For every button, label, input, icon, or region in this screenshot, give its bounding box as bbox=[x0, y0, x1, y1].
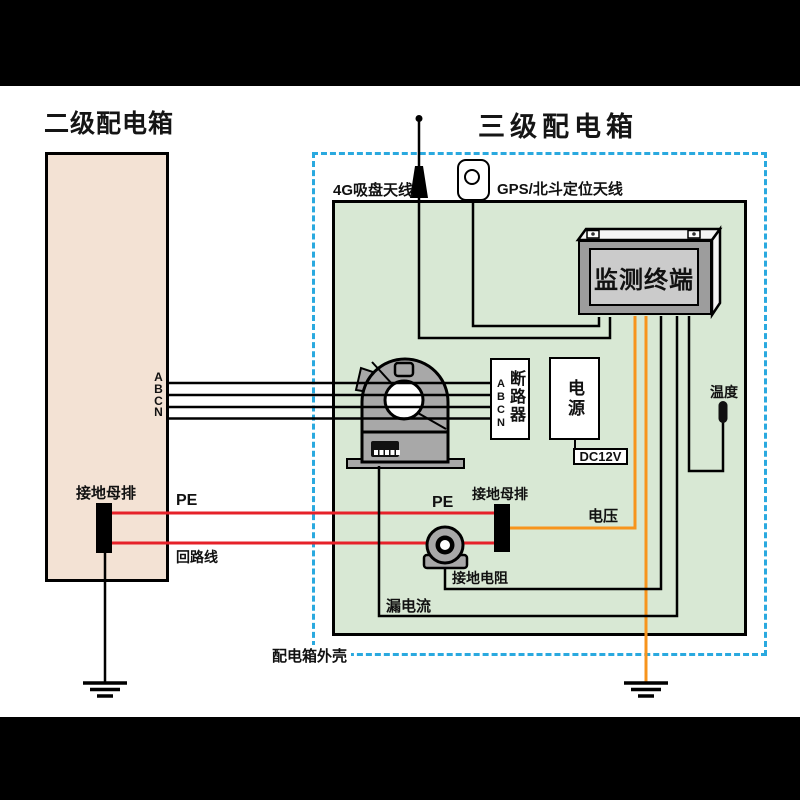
feeder-phase-labels: A B C N bbox=[151, 370, 166, 420]
breaker-phase-a: A bbox=[497, 378, 505, 390]
leakage-current-label: 漏电流 bbox=[386, 598, 432, 615]
dc12v-tag: DC12V bbox=[573, 448, 628, 465]
breaker-phase-c: C bbox=[497, 404, 505, 416]
terminal-screen: 监测终端 bbox=[589, 248, 699, 306]
secondary-box-title: 二级配电箱 bbox=[44, 110, 175, 138]
feeder-phase-n: N bbox=[154, 405, 163, 420]
wire-temperature bbox=[687, 316, 725, 473]
voltage-label: 电压 bbox=[588, 508, 619, 525]
breaker-phase-b: B bbox=[497, 391, 505, 403]
wire-voltage bbox=[510, 316, 637, 530]
grounding-busbar-left bbox=[96, 503, 112, 553]
4g-antenna-label: 4G吸盘天线 bbox=[333, 182, 414, 199]
pe-right-label: PE bbox=[432, 494, 454, 511]
temperature-probe bbox=[718, 401, 728, 423]
ground-symbol-right bbox=[624, 681, 668, 698]
letterbox-top bbox=[0, 0, 800, 86]
letterbox-bottom bbox=[0, 717, 800, 800]
gps-antenna-label: GPS/北斗定位天线 bbox=[497, 181, 623, 198]
feeder-phase-c: C bbox=[154, 393, 163, 408]
ct-terminals bbox=[374, 450, 400, 455]
busbar-left-label: 接地母排 bbox=[76, 485, 137, 502]
busbar-right-label: 接地母排 bbox=[472, 486, 528, 502]
wire-leakage-current bbox=[377, 316, 679, 618]
monitoring-terminal: 监测终端 bbox=[578, 240, 712, 315]
ct-hole bbox=[383, 379, 425, 421]
loop-line-label: 回路线 bbox=[176, 549, 218, 565]
phase-lines-abcn bbox=[168, 381, 490, 420]
power-supply: 电源 bbox=[549, 357, 600, 440]
4g-antenna-icon bbox=[410, 115, 428, 198]
breaker-phase-labels: A B C N bbox=[495, 378, 507, 430]
ground-resistance-sensor bbox=[422, 525, 469, 570]
temperature-label: 温度 bbox=[710, 384, 738, 400]
enclosure-label: 配电箱外壳 bbox=[268, 645, 352, 666]
feeder-phase-a: A bbox=[154, 370, 163, 384]
pe-left-label: PE bbox=[176, 492, 198, 509]
gps-antenna-icon bbox=[457, 159, 490, 201]
breaker-label: 断路器 bbox=[507, 370, 524, 424]
ground-symbol-left bbox=[83, 681, 127, 698]
current-transformer bbox=[346, 357, 465, 469]
ground-resistance-label: 接地电阻 bbox=[452, 570, 508, 586]
tertiary-box-title: 三级配电箱 bbox=[478, 112, 638, 142]
enclosure-dashed-border bbox=[312, 152, 767, 656]
breaker-phase-n: N bbox=[497, 417, 505, 429]
power-supply-label: 电源 bbox=[565, 378, 584, 419]
terminal-3d-faces bbox=[575, 225, 723, 320]
circuit-breaker: A B C N 断路器 bbox=[490, 358, 530, 440]
wire-gps-antenna bbox=[471, 200, 601, 328]
grounding-busbar-right bbox=[494, 504, 510, 552]
wire-4g-antenna bbox=[417, 197, 612, 340]
feeder-phase-b: B bbox=[154, 381, 163, 396]
gps-antenna-dot bbox=[464, 169, 480, 185]
wire-ground-resistance bbox=[443, 316, 663, 591]
